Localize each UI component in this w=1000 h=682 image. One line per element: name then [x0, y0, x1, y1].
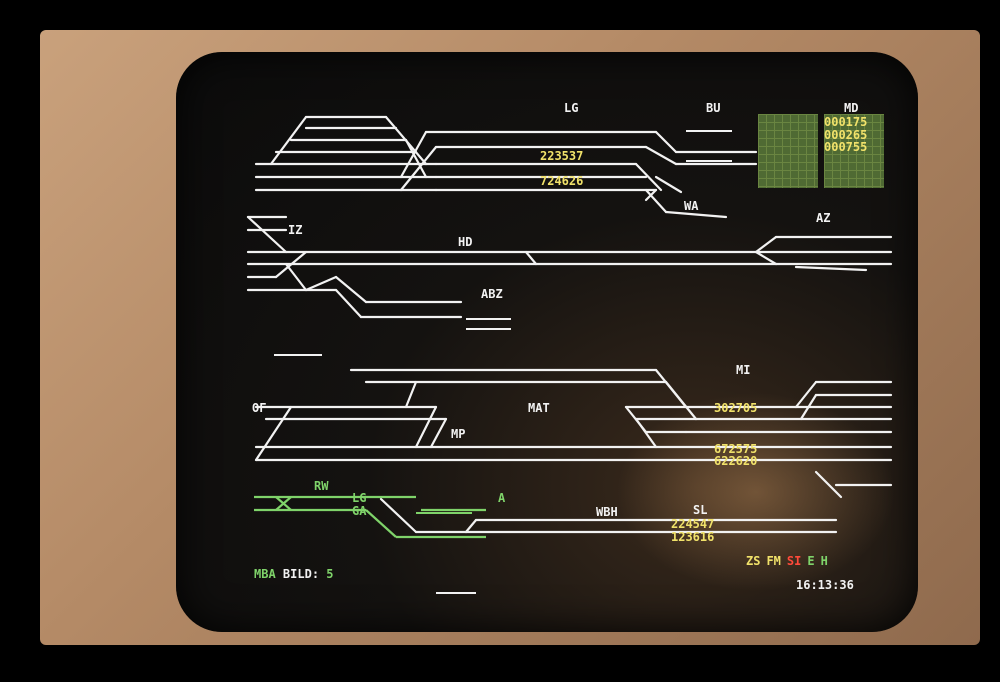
crt-screen: LG BU MD WA IZ AZ HD ABZ MI OF MAT MP RW… — [176, 52, 918, 632]
station-label-sl[interactable]: SL — [693, 503, 708, 517]
status-bar-left: MBA BILD: 5 — [254, 568, 334, 580]
status-indicator-e[interactable]: E — [807, 554, 815, 568]
train-number[interactable]: 000175 — [824, 115, 868, 129]
status-indicator-si[interactable]: SI — [786, 554, 802, 568]
station-label-hd[interactable]: HD — [458, 235, 473, 249]
station-label-lg-local[interactable]: LG — [352, 491, 367, 505]
page-number[interactable]: 5 — [326, 567, 334, 581]
status-indicator-zs[interactable]: ZS — [746, 554, 761, 568]
train-number[interactable]: 302705 — [714, 401, 758, 415]
status-matrix — [758, 114, 886, 188]
train-number[interactable]: 622620 — [714, 454, 758, 468]
station-label-wa[interactable]: WA — [684, 199, 699, 213]
mode-label: MBA — [254, 567, 276, 581]
station-label-ga[interactable]: GA — [352, 504, 367, 518]
station-label-bu[interactable]: BU — [706, 101, 721, 115]
station-label-mat[interactable]: MAT — [528, 401, 550, 415]
station-label-rw[interactable]: RW — [314, 479, 329, 493]
clock: 16:13:36 — [796, 578, 854, 592]
train-number[interactable]: 223537 — [540, 149, 584, 163]
station-label-az[interactable]: AZ — [816, 211, 831, 225]
station-label-md[interactable]: MD — [844, 101, 859, 115]
station-label-of[interactable]: OF — [252, 401, 267, 415]
page-label: BILD: — [282, 567, 320, 581]
screen-glare — [616, 392, 896, 592]
station-label-mp[interactable]: MP — [451, 427, 466, 441]
station-label-wbh[interactable]: WBH — [596, 505, 618, 519]
status-indicator-h[interactable]: H — [820, 554, 828, 568]
train-number[interactable]: 000755 — [824, 140, 868, 154]
status-indicator-fm[interactable]: FM — [766, 554, 781, 568]
train-number[interactable]: 672575 — [714, 442, 758, 456]
train-number[interactable]: 123616 — [671, 530, 715, 544]
station-label-mi[interactable]: MI — [736, 363, 751, 377]
station-label-lg[interactable]: LG — [564, 101, 579, 115]
station-label-iz[interactable]: IZ — [288, 223, 303, 237]
train-number[interactable]: 224547 — [671, 517, 715, 531]
train-number[interactable]: 000265 — [824, 128, 868, 142]
station-label-abz[interactable]: ABZ — [481, 287, 503, 301]
track-diagram — [246, 115, 893, 594]
station-label-a[interactable]: A — [498, 491, 506, 505]
train-number[interactable]: 724626 — [540, 174, 584, 188]
